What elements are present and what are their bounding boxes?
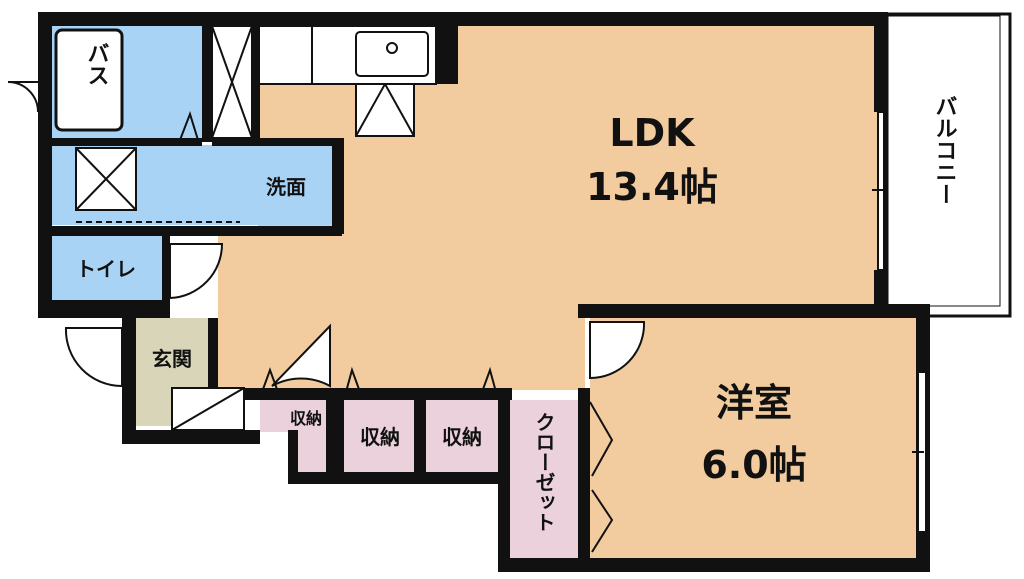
wall-toilet-right: [162, 236, 170, 300]
duct-x-2: [211, 25, 253, 139]
toilet-floor: [52, 236, 164, 300]
wall-wash-top: [212, 138, 342, 146]
fridge-diag-1: [355, 83, 386, 137]
doors: [7, 81, 646, 553]
storage-small-lower: [296, 432, 326, 472]
fridge-space: [355, 83, 415, 137]
wall-bath-bottom: [52, 138, 202, 146]
sink-drain: [386, 42, 398, 54]
western-size: 6.0帖: [701, 443, 806, 487]
wall-ldk-right-low: [874, 270, 888, 318]
wall-top: [38, 12, 888, 26]
windows: [872, 111, 927, 533]
ldk-lower-floor: [340, 140, 585, 390]
wall-storage-div-3: [498, 388, 510, 570]
washroom-name: 洗面: [266, 175, 306, 199]
storage-small-name: 収納: [290, 409, 322, 428]
balcony-name: バルコニー: [932, 95, 957, 205]
storage-a-floor: [344, 400, 414, 472]
storage-door-2: [345, 366, 361, 393]
storage-small-floor: [260, 400, 326, 432]
balcony-inner: [887, 15, 1001, 307]
western-name: 洋室: [716, 381, 792, 425]
closet-name: クローゼット: [532, 412, 556, 532]
wall-storage-step: [288, 430, 298, 484]
toilet-name: トイレ: [76, 257, 136, 281]
kitchen-column: [436, 26, 458, 84]
ldk-size: 13.4帖: [586, 165, 718, 209]
wall-ldk-bottom: [578, 304, 930, 318]
wall-toilet-bottom: [38, 300, 170, 318]
floor-areas: [52, 12, 1012, 558]
ldk-name: LDK: [609, 111, 696, 155]
toilet-door: [169, 243, 224, 300]
hall-door: [271, 323, 331, 388]
wall-storage-div-1: [326, 400, 344, 484]
washer-x-2: [75, 147, 137, 211]
wall-entrance-left: [122, 318, 136, 442]
storage-a-name: 収納: [360, 425, 400, 449]
storage-door-1: [261, 367, 279, 393]
entrance-door: [64, 327, 123, 388]
storage-b-floor: [426, 400, 498, 472]
wall-ldk-right: [874, 12, 888, 112]
wall-closet-right: [578, 388, 590, 570]
wall-bottom-1: [288, 472, 510, 484]
wall-storage-div-2: [414, 400, 426, 484]
bath-name: バス: [84, 42, 109, 86]
fridge-diag-2: [384, 83, 415, 137]
wall-storage-top: [244, 388, 512, 400]
wall-wash-right: [332, 138, 344, 234]
wall-entrance-right: [208, 318, 218, 388]
wall-left: [38, 12, 52, 318]
storage-b-name: 収納: [442, 425, 482, 449]
bath-inner-white: [54, 28, 124, 132]
shoe-box-diagonal: [171, 387, 245, 431]
entrance-name: 玄関: [152, 347, 192, 371]
wall-bottom-2: [498, 558, 930, 572]
storage-door-3: [481, 366, 497, 393]
bath-door: [7, 81, 39, 113]
closet-door-1: [589, 401, 614, 477]
labels: LDK 13.4帖 洋室 6.0帖 バス 洗面 トイレ 玄関 バルコニー 収納 …: [76, 42, 957, 532]
bath-sliding-door: [179, 110, 199, 141]
closet-door-2: [591, 489, 614, 553]
kitchen-fixtures: [75, 25, 437, 223]
western-room-floor: [590, 318, 920, 558]
wall-duct-right: [252, 12, 260, 140]
closet-floor: [510, 400, 578, 558]
wall-entrance-bottom: [122, 430, 260, 444]
western-door: [589, 321, 646, 380]
wall-bath-right: [202, 12, 212, 142]
